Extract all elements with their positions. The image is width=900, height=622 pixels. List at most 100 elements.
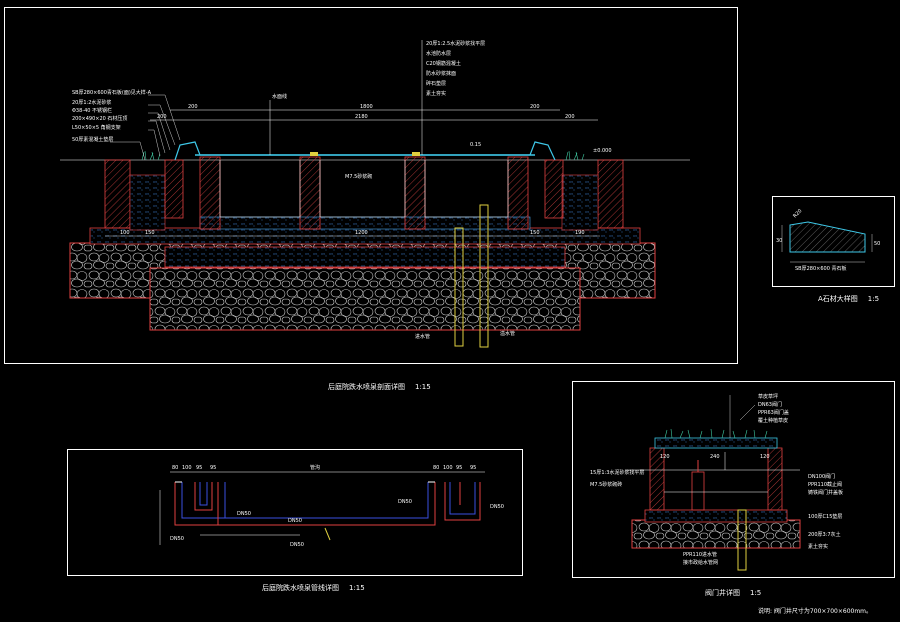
valve-title: 阀门井详图 bbox=[705, 589, 740, 597]
dim-top-3: 2180 bbox=[355, 114, 368, 120]
valve-drawing bbox=[625, 395, 801, 571]
main-section-labels: SB厚280×600青石板(面)见大样-A 20厚1:2水泥砂浆 Φ38-40 … bbox=[72, 40, 612, 340]
pool-wall-2 bbox=[299, 156, 321, 230]
detail-a-frame bbox=[772, 196, 895, 287]
valve-caption: 阀门井详图 1:5 bbox=[705, 588, 761, 598]
valve-label-l2: M7.5砂浆砌砖 bbox=[590, 481, 622, 488]
plumb-dim-7: 95 bbox=[456, 465, 462, 471]
valve-label-r3: PPR63阀门盖 bbox=[758, 409, 789, 416]
left-grass bbox=[141, 150, 161, 161]
plumbing-frame bbox=[67, 449, 523, 576]
dim-top-6: 200 bbox=[565, 114, 575, 120]
dim-a-1: 30 bbox=[776, 238, 782, 244]
inlet-pipe-label: 进水管 bbox=[415, 333, 430, 340]
left-planter bbox=[129, 174, 166, 231]
valve-label-l1: 15厚1:3水泥砂浆找平层 bbox=[590, 469, 644, 476]
plumb-dim-6: 100 bbox=[443, 465, 453, 471]
plumbing-title: 后庭院跌水喷泉管线详图 bbox=[262, 584, 339, 592]
elev-top-label: ±0.000 bbox=[593, 148, 612, 154]
top-coping-stone bbox=[174, 141, 556, 161]
detail-a-note: SB厚280×600 青石板 bbox=[795, 265, 846, 272]
inlet-pipe bbox=[454, 227, 464, 347]
valve-label-br1: 100厚C15垫层 bbox=[808, 513, 842, 520]
dim-inner-4: 150 bbox=[530, 230, 540, 236]
valve-bottom-1: PPR110进水管 bbox=[683, 551, 717, 558]
valve-label-r1: 草皮草坪 bbox=[758, 393, 778, 400]
top-note-5: 碎石垫层 bbox=[426, 80, 446, 87]
valve-scale: 1:5 bbox=[750, 589, 762, 597]
plumbing-drawing bbox=[159, 471, 485, 545]
detail-a-drawing: R20 30 50 SB厚280×600 青石板 bbox=[776, 208, 880, 272]
right-outer-wall bbox=[597, 159, 624, 229]
plumb-label-1: DN50 bbox=[237, 511, 251, 517]
water-line-label: 水面线 bbox=[272, 93, 287, 100]
dim-inner-2: 150 bbox=[145, 230, 155, 236]
left-note-5: L50×50×5 角钢支架 bbox=[72, 124, 121, 131]
valve-label-r4: 覆土种植草皮 bbox=[758, 417, 788, 424]
right-planter bbox=[561, 174, 599, 231]
right-grass bbox=[565, 150, 585, 161]
valve-bottom-2: 接市政给水管网 bbox=[683, 559, 718, 566]
plumbing-caption: 后庭院跌水喷泉管线详图 1:15 bbox=[262, 583, 365, 593]
plumb-label-6: DN50 bbox=[490, 504, 504, 510]
overflow-pipe-label: 溢水管 bbox=[500, 330, 515, 337]
plumb-dim-3: 95 bbox=[196, 465, 202, 471]
radius-label: R20 bbox=[792, 208, 803, 219]
valve-cover bbox=[654, 437, 778, 449]
valve-labels: 草皮草坪 DN63阀门 PPR63阀门盖 覆土种植草皮 DN100阀门 PPR1… bbox=[590, 393, 843, 566]
nozzle-marker-2 bbox=[412, 152, 420, 156]
plumbing-labels: 80 100 95 95 80 100 95 95 管沟 DN50 DN50 D… bbox=[170, 464, 504, 548]
concrete-base-lower bbox=[164, 246, 566, 268]
main-section-scale: 1:15 bbox=[415, 383, 431, 391]
plumbing-scale: 1:15 bbox=[349, 584, 365, 592]
stone-profile bbox=[789, 221, 866, 253]
left-outer-wall bbox=[104, 159, 131, 229]
left-note-3: Φ38-40 不锈钢栏 bbox=[72, 107, 112, 114]
valve-grass bbox=[664, 428, 768, 439]
valve-label-br2: 200厚3:7灰土 bbox=[808, 531, 841, 538]
rubble-foundation-lower bbox=[149, 267, 581, 331]
plumb-label-3: DN50 bbox=[290, 542, 304, 548]
left-note-4: 200×490×20 石材压顶 bbox=[72, 115, 127, 122]
elev-water-label: 0.15 bbox=[470, 142, 481, 148]
left-inner-wall bbox=[164, 159, 184, 219]
valve-label-mr2: PPR110截止阀 bbox=[808, 481, 842, 488]
plumb-label-4: DN50 bbox=[170, 536, 184, 542]
valve-rubble bbox=[631, 519, 801, 549]
valve-frame bbox=[572, 381, 895, 578]
valve-pipe bbox=[737, 509, 747, 571]
overflow-pipe bbox=[479, 204, 489, 348]
plumb-dim-4: 95 bbox=[210, 465, 216, 471]
top-note-3: C20钢筋混凝土 bbox=[426, 60, 461, 67]
top-note-2: 水池防水层 bbox=[426, 50, 451, 57]
plumb-dim-1: 80 bbox=[172, 465, 178, 471]
valve-label-mr3: 铸铁阀门井盖板 bbox=[808, 489, 843, 496]
left-note-2: 20厚1:2水泥砂浆 bbox=[72, 99, 111, 106]
dim-top-4: 1800 bbox=[360, 104, 373, 110]
main-section-caption: 后庭院跌水喷泉剖面详图 1:15 bbox=[328, 382, 431, 392]
valve-body bbox=[691, 471, 705, 511]
plumb-label-5: DN50 bbox=[398, 499, 412, 505]
nozzle-marker-1 bbox=[310, 152, 318, 156]
plumb-label-2: DN50 bbox=[288, 518, 302, 524]
main-section-title: 后庭院跌水喷泉剖面详图 bbox=[328, 383, 405, 391]
valve-label-br3: 素土夯实 bbox=[808, 543, 828, 550]
valve-dim-3: 120 bbox=[760, 454, 770, 460]
pool-wall-1 bbox=[199, 156, 221, 230]
right-inner-wall bbox=[544, 159, 564, 219]
pool-wall-3 bbox=[404, 156, 426, 230]
valve-footnote: 说明: 阀门井尺寸为700×700×600mm。 bbox=[758, 608, 873, 615]
valve-dim-1: 120 bbox=[660, 454, 670, 460]
valve-label-r2: DN63阀门 bbox=[758, 401, 782, 408]
valve-base bbox=[644, 509, 788, 523]
dim-a-2: 50 bbox=[874, 241, 880, 247]
left-note-1: SB厚280×600青石板(面)见大样-A bbox=[72, 89, 152, 96]
dim-top-5: 200 bbox=[530, 104, 540, 110]
left-note-6: 50厚素混凝土垫层 bbox=[72, 136, 113, 143]
valve-label-mr1: DN100阀门 bbox=[808, 473, 835, 480]
plumb-center-dim: 管沟 bbox=[310, 464, 320, 471]
plumb-dim-2: 100 bbox=[182, 465, 192, 471]
dim-inner-3: 1200 bbox=[355, 230, 368, 236]
